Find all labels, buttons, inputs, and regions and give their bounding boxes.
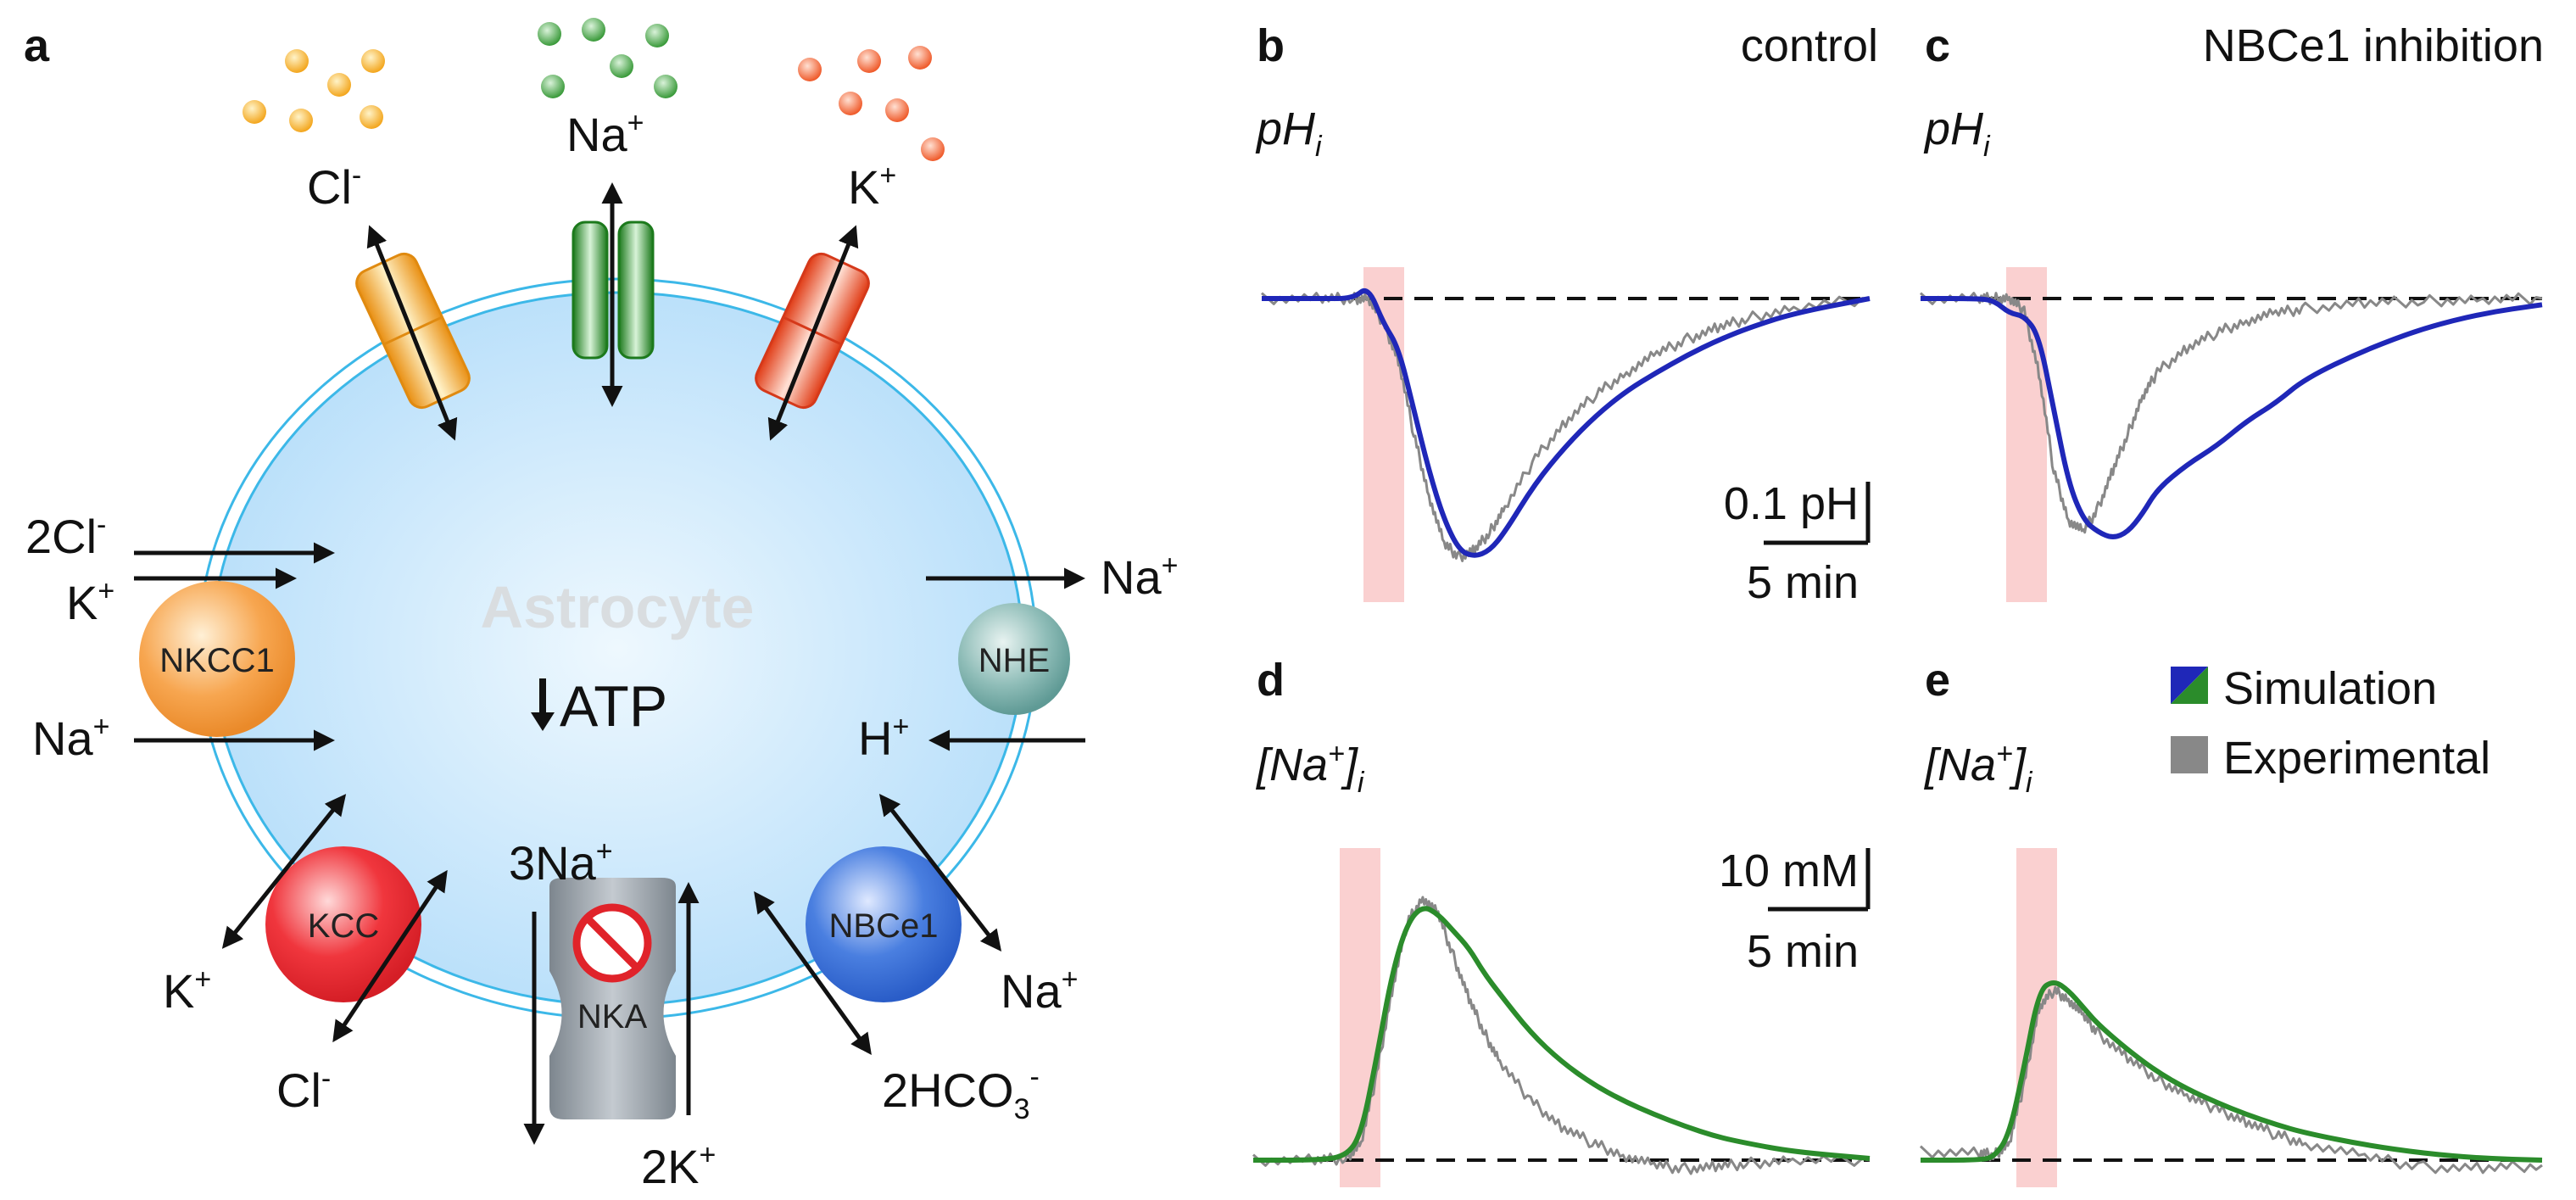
panel-c: c NBCe1 inhibition pHi xyxy=(1919,20,2544,602)
panel-d-variable: [Na+]i xyxy=(1255,738,1365,799)
trace-d-simulation xyxy=(1252,906,1871,1164)
traces-b xyxy=(1261,288,1871,562)
trace-e-simulation xyxy=(1920,980,2543,1164)
nkcc1-label: NKCC1 xyxy=(159,642,275,679)
label-na-nkcc1: Na+ xyxy=(32,711,109,765)
panel-c-variable: pHi xyxy=(1923,103,1991,163)
atp-label: ATP xyxy=(560,674,667,739)
label-2k-nka: 2K+ xyxy=(641,1139,716,1193)
legend-swatch-simulation xyxy=(2171,667,2208,704)
scale-bar-na: 10 mM 5 min xyxy=(1719,846,1871,977)
nka-label: NKA xyxy=(577,998,648,1035)
atp-decrease: ATP xyxy=(531,674,667,739)
label-na-top: Na+ xyxy=(566,107,644,161)
panel-b-condition: control xyxy=(1741,20,1878,71)
label-na-nbce1: Na+ xyxy=(1001,963,1078,1018)
label-k-nkcc1: K+ xyxy=(66,575,114,629)
label-na-nhe: Na+ xyxy=(1101,550,1178,604)
label-3na-nka: 3Na+ xyxy=(509,835,613,890)
label-cl-top: Cl- xyxy=(307,159,361,214)
inhibition-icon xyxy=(572,903,652,983)
potassium-dots xyxy=(798,46,945,161)
label-2cl-nkcc1: 2Cl- xyxy=(25,509,106,563)
scale-bar-ph: 0.1 pH 5 min xyxy=(1724,478,1871,608)
panel-d-letter: d xyxy=(1257,655,1285,706)
traces-e xyxy=(1919,980,2543,1175)
nbce1-label: NBCe1 xyxy=(829,907,939,945)
panel-b: b control pHi 0.1 pH 5 min xyxy=(1255,20,1878,608)
panel-e: e [Na+]i xyxy=(1919,655,2543,1187)
trace-e-experimental xyxy=(1919,985,2543,1175)
panel-b-letter: b xyxy=(1257,20,1285,71)
trace-c-simulation xyxy=(1920,295,2543,539)
panel-a-letter: a xyxy=(24,20,50,71)
panel-d: d [Na+]i 10 mM 5 min xyxy=(1252,655,1871,1187)
legend-swatch-experimental xyxy=(2171,736,2208,773)
label-cl-kcc: Cl- xyxy=(276,1063,331,1117)
traces-c xyxy=(1919,292,2543,539)
legend: Simulation Experimental xyxy=(2171,663,2490,784)
scale-na-amount: 10 mM xyxy=(1719,846,1859,896)
panel-c-condition: NBCe1 inhibition xyxy=(2203,20,2544,71)
panel-a: a Cl- Na+ K+ xyxy=(24,18,1178,1193)
traces-d xyxy=(1252,896,1871,1175)
panel-e-letter: e xyxy=(1925,655,1950,706)
nhe-transporter: NHE xyxy=(958,603,1070,715)
legend-label-simulation: Simulation xyxy=(2223,663,2437,714)
panel-e-variable: [Na+]i xyxy=(1923,738,2033,799)
scale-na-time: 5 min xyxy=(1747,926,1859,977)
nkcc1-transporter: NKCC1 xyxy=(139,581,295,737)
label-k-kcc: K+ xyxy=(163,963,211,1018)
label-h-nhe: H+ xyxy=(858,711,909,765)
legend-label-experimental: Experimental xyxy=(2223,733,2490,784)
scale-ph-amount: 0.1 pH xyxy=(1724,478,1859,529)
kcc-transporter: KCC xyxy=(265,846,421,1002)
chloride-dots xyxy=(243,49,385,132)
trace-c-experimental xyxy=(1919,292,2543,534)
kcc-label: KCC xyxy=(308,907,379,945)
label-hco3-nbce1: 2HCO3- xyxy=(882,1061,1040,1125)
panel-c-letter: c xyxy=(1925,20,1950,71)
label-k-top: K+ xyxy=(848,159,896,214)
astrocyte-label: Astrocyte xyxy=(481,574,755,640)
nhe-label: NHE xyxy=(979,642,1050,679)
sodium-dots xyxy=(538,18,677,98)
trace-b-simulation xyxy=(1261,288,1871,558)
panel-b-variable: pHi xyxy=(1255,103,1323,163)
scale-ph-time: 5 min xyxy=(1747,557,1859,608)
